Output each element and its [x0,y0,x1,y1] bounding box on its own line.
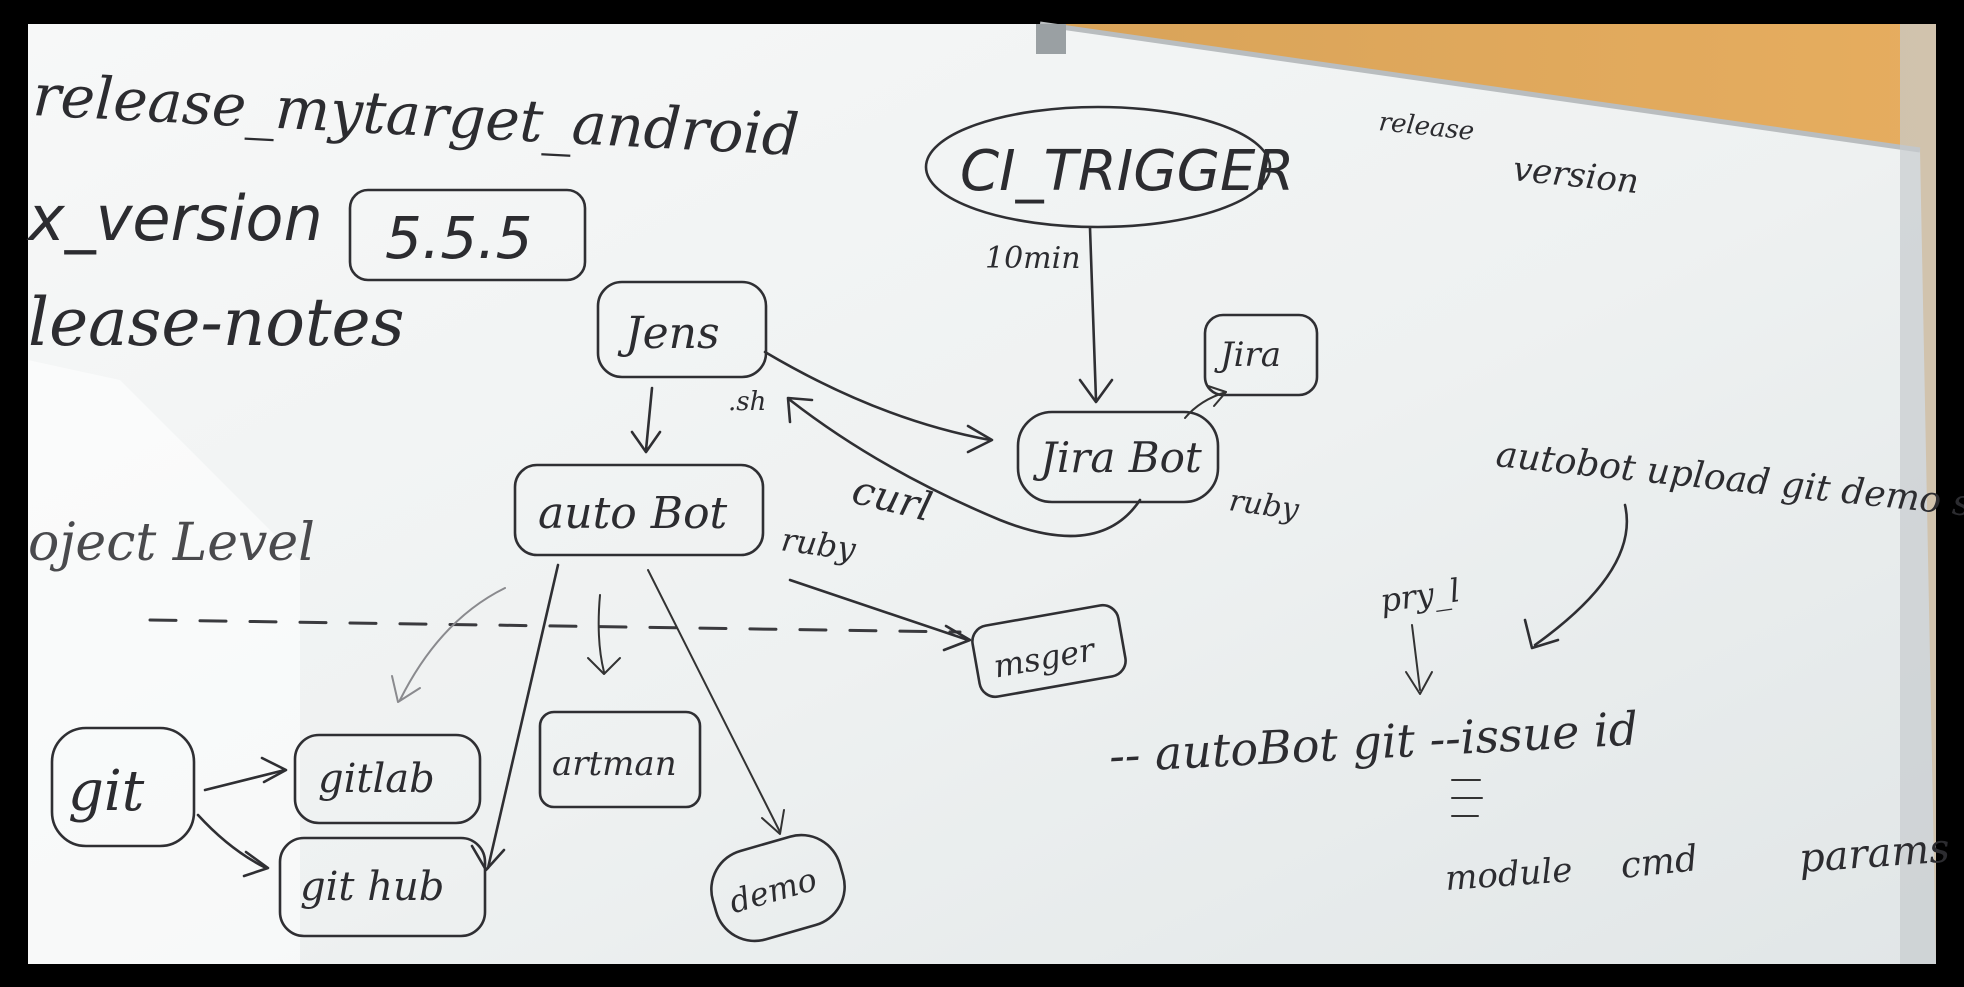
jira-arrowhead [1207,385,1227,407]
git-to-gitlab-arrow [203,768,287,792]
curl-arrowhead [786,396,814,424]
upload-to-git-arrow [1533,503,1629,647]
ci-to-jirabot-arrow [1088,226,1098,402]
jirabot-to-jira-arrow [1184,391,1227,419]
project-level-text: oject Level [28,513,315,573]
release-notes-text: lease-notes [28,284,404,361]
pry-to-git-arrow [1411,624,1421,691]
msger-arrowhead [942,624,972,652]
board-mount [1036,24,1066,54]
ci-trigger-node [924,105,1272,229]
autobot-to-gitlab-faint-arrow [399,587,506,701]
gitlab-arrowhead [260,756,288,784]
autobot-node [513,463,765,557]
whiteboard-surface [28,24,1936,964]
module-text: module [1444,850,1574,899]
jira-bot-label: Jira Bot [1032,433,1202,482]
version-value-box [348,188,587,282]
autobot-to-artman-arrow [597,594,605,673]
git-label: git [68,759,145,824]
gitlab-label: gitlab [318,756,435,802]
jenkins-node [596,280,768,379]
jirabot-to-jenkins-curl-arrow [788,398,1142,538]
git-node [50,726,196,848]
jira-bot-node [1016,410,1220,504]
artman-label: artman [552,744,677,784]
jenkins-to-autobot-arrow [644,386,654,452]
jenkins-arrowhead [966,424,994,454]
ci-arrowhead [1078,378,1114,404]
github-label: git hub [300,864,444,910]
demo-node [710,833,846,943]
gitlab-node [293,733,482,825]
version-value-text: 5.5.5 [385,204,533,272]
github-node [278,836,487,938]
ten-min-label: 10min [985,241,1081,276]
project-level-dashed-line [148,618,962,634]
board-edge [1039,21,1921,153]
autobot-to-github-arrow [486,563,560,870]
jira-label: Jira [1214,335,1281,375]
autobot-to-msger-arrow [788,578,970,642]
git-to-github-arrow [196,813,268,870]
autobot-to-demo-arrow [647,569,781,833]
jira-node [1203,313,1319,397]
sh-label: .sh [728,387,766,417]
version-label-text: x_version [26,182,323,255]
window-reflection [28,360,300,964]
autobot-label: auto Bot [538,488,728,539]
msger-node [971,603,1127,699]
autobot-arrowhead [630,430,662,454]
artman-arrowhead [587,657,621,675]
jenkins-to-jirabot-arrow [763,350,992,442]
demo-arrowhead [761,809,785,835]
pry-arrowhead [1405,671,1433,695]
artman-node [538,710,702,809]
ci-trigger-label: CI_TRIGGER [960,139,1294,204]
cmd-text: cmd [1619,838,1700,887]
jenkins-label: Jens [617,308,720,359]
params-text: params [1797,826,1951,882]
faint-arrowhead [391,675,421,703]
upload-arrowhead [1523,618,1560,650]
right-frame [1900,24,1936,964]
github-from-git-arrowhead [242,850,270,878]
